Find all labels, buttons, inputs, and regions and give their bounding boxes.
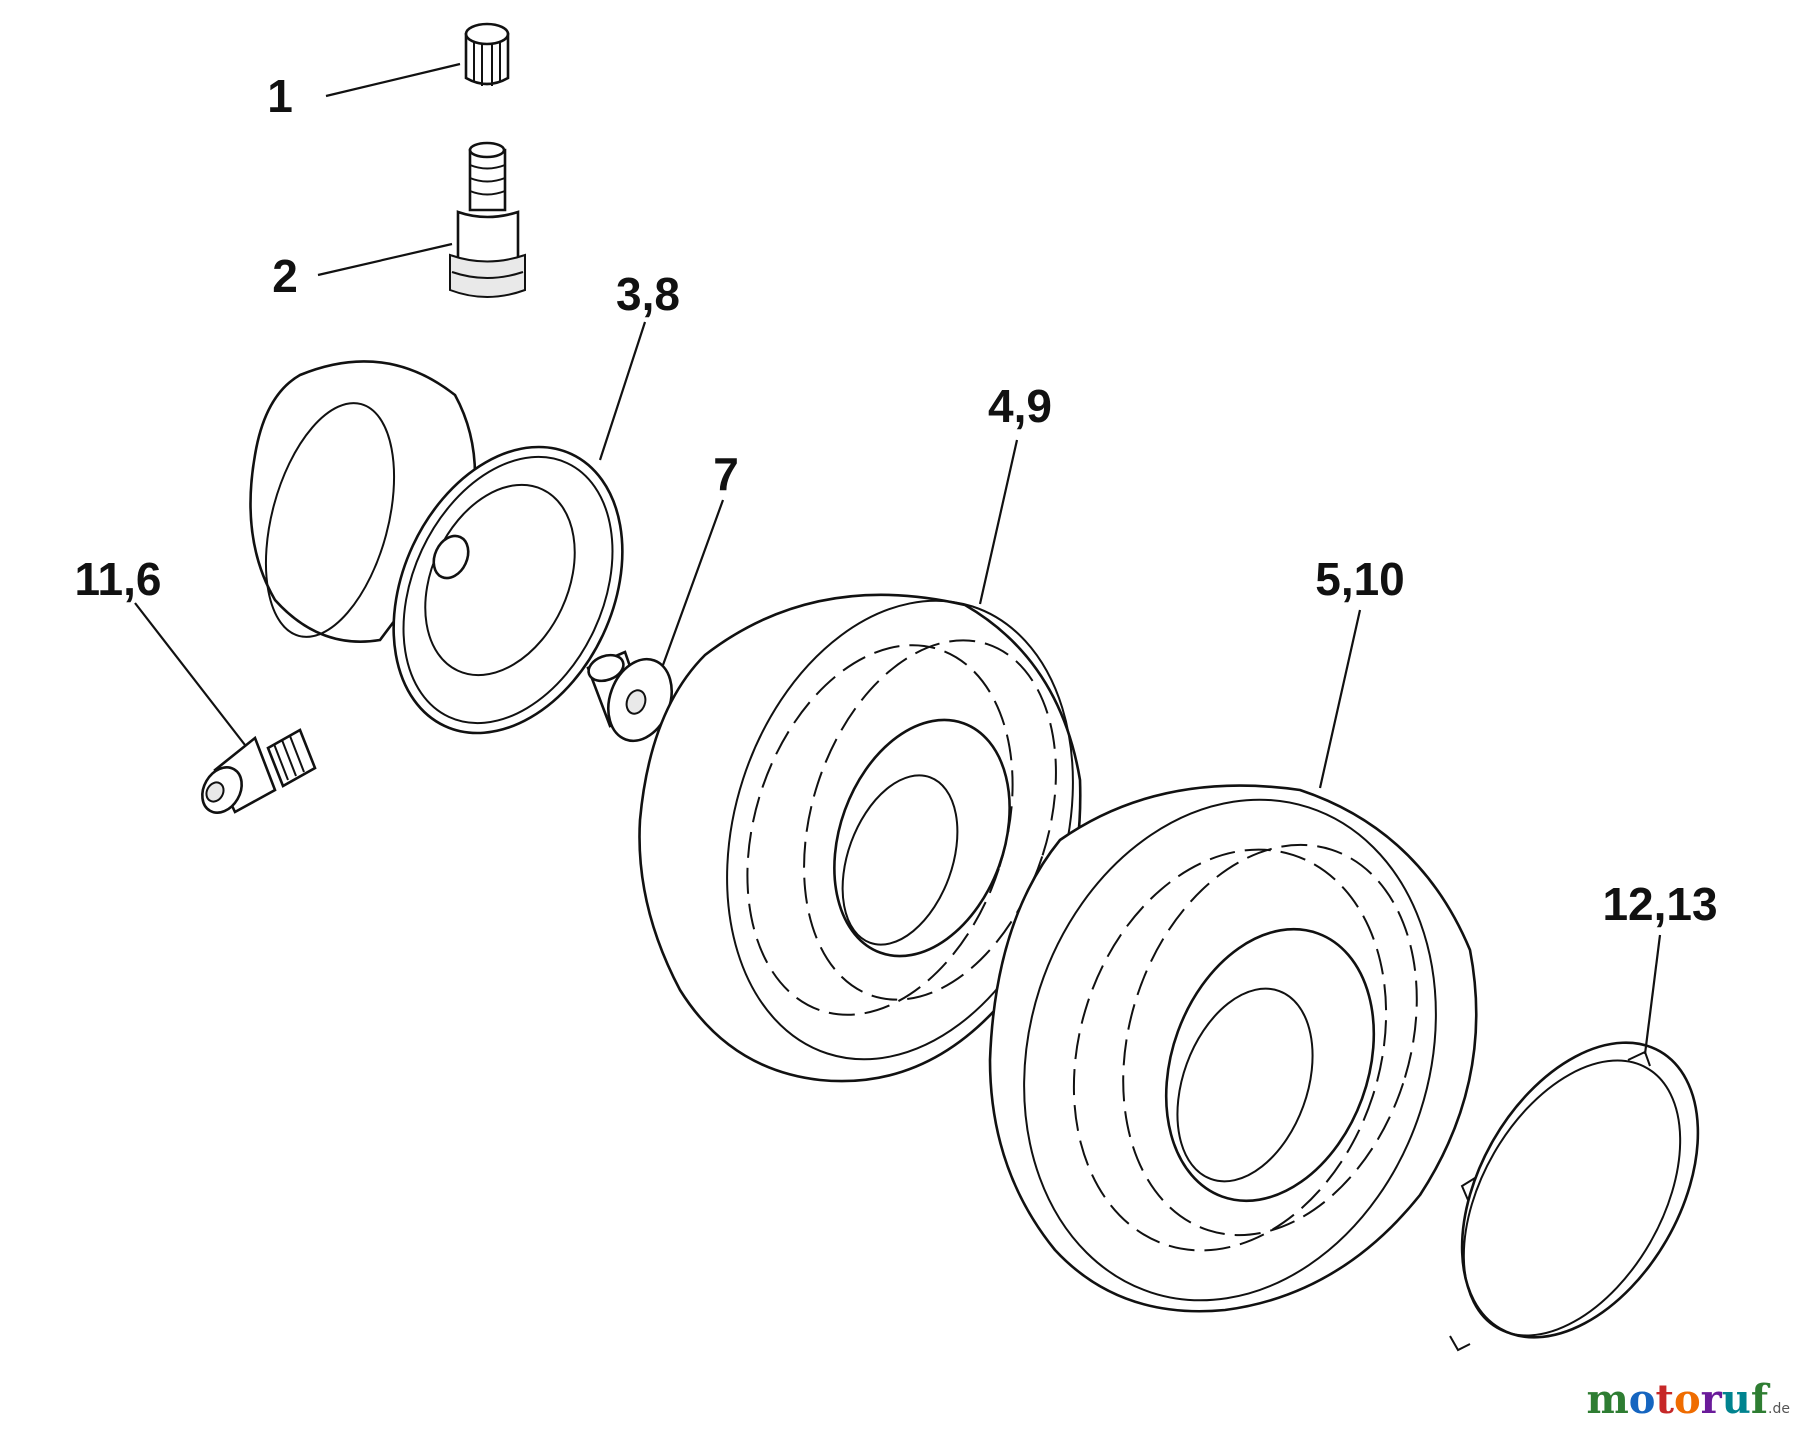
callout-label-12-13: 12,13 — [1602, 878, 1717, 930]
leader-line-5-10 — [1318, 609, 1362, 789]
watermark-letter: f — [1750, 1376, 1769, 1423]
callout-label-7: 7 — [713, 448, 739, 500]
wheel-rim-part — [249, 360, 624, 735]
grease-fitting-part — [201, 728, 317, 814]
watermark-letter: t — [1655, 1376, 1674, 1423]
callout-label-3-8: 3,8 — [616, 268, 680, 320]
callout-labels: 1 2 3,8 4,9 7 11,6 5,10 12,13 — [75, 70, 1718, 930]
leader-line-7 — [661, 499, 725, 666]
leader-line-12-13 — [1643, 934, 1662, 1055]
watermark-letter: u — [1721, 1376, 1751, 1423]
callout-label-1: 1 — [267, 70, 293, 122]
leader-line-2 — [317, 242, 453, 277]
watermark-letter: m — [1586, 1376, 1629, 1423]
callout-label-4-9: 4,9 — [988, 380, 1052, 432]
hub-cap-part — [1449, 1041, 1700, 1352]
callout-label-2: 2 — [272, 250, 298, 302]
leader-lines — [134, 62, 1662, 1055]
leader-line-11-6 — [134, 602, 246, 746]
bushing-part — [586, 650, 673, 743]
watermark-letter: r — [1700, 1376, 1722, 1423]
rear-tire-part — [988, 784, 1478, 1313]
watermark-letter: o — [1673, 1376, 1701, 1423]
front-tire-part — [638, 593, 1082, 1083]
leader-line-4-9 — [978, 439, 1019, 605]
valve-stem-part — [449, 141, 526, 298]
valve-cap-part — [464, 22, 510, 86]
leader-line-3-8 — [598, 321, 647, 461]
site-watermark: motoruf.de — [1586, 1376, 1790, 1423]
callout-label-5-10: 5,10 — [1315, 553, 1405, 605]
watermark-suffix: .de — [1768, 1401, 1790, 1417]
callout-label-11-6: 11,6 — [75, 553, 162, 605]
leader-line-1 — [325, 62, 461, 98]
watermark-letter: o — [1628, 1376, 1656, 1423]
